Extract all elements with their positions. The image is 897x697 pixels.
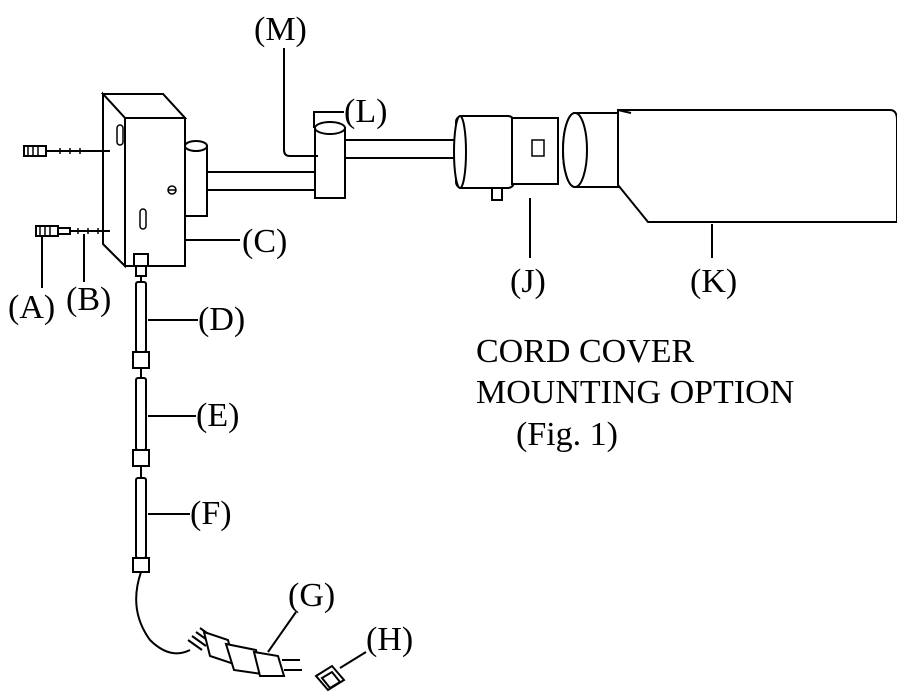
label-m: (M) <box>254 11 307 48</box>
label-d: (D) <box>198 301 245 338</box>
socket-part <box>453 115 559 201</box>
label-f: (F) <box>190 495 232 532</box>
swing-arm <box>184 48 458 217</box>
wall-plate <box>100 91 188 269</box>
label-a: (A) <box>8 289 55 326</box>
label-l: (L) <box>344 93 387 130</box>
caption-line-2: MOUNTING OPTION <box>476 374 794 411</box>
cord-cover-tube <box>562 109 897 223</box>
anchor-upper <box>23 145 110 157</box>
label-g: (G) <box>288 577 335 614</box>
caption-line-1: CORD COVER <box>476 333 695 370</box>
caption-line-3: (Fig. 1) <box>516 416 618 453</box>
anchor-lower <box>35 225 110 237</box>
cap-part <box>314 664 346 692</box>
cord-segments <box>132 253 150 573</box>
label-e: (E) <box>196 397 239 434</box>
label-b: (B) <box>66 281 111 318</box>
cord-and-plug <box>135 571 302 677</box>
label-h: (H) <box>366 621 413 658</box>
label-c: (C) <box>242 223 287 260</box>
label-k: (K) <box>690 263 737 300</box>
leader-lines <box>41 111 713 669</box>
label-j: (J) <box>510 263 546 300</box>
